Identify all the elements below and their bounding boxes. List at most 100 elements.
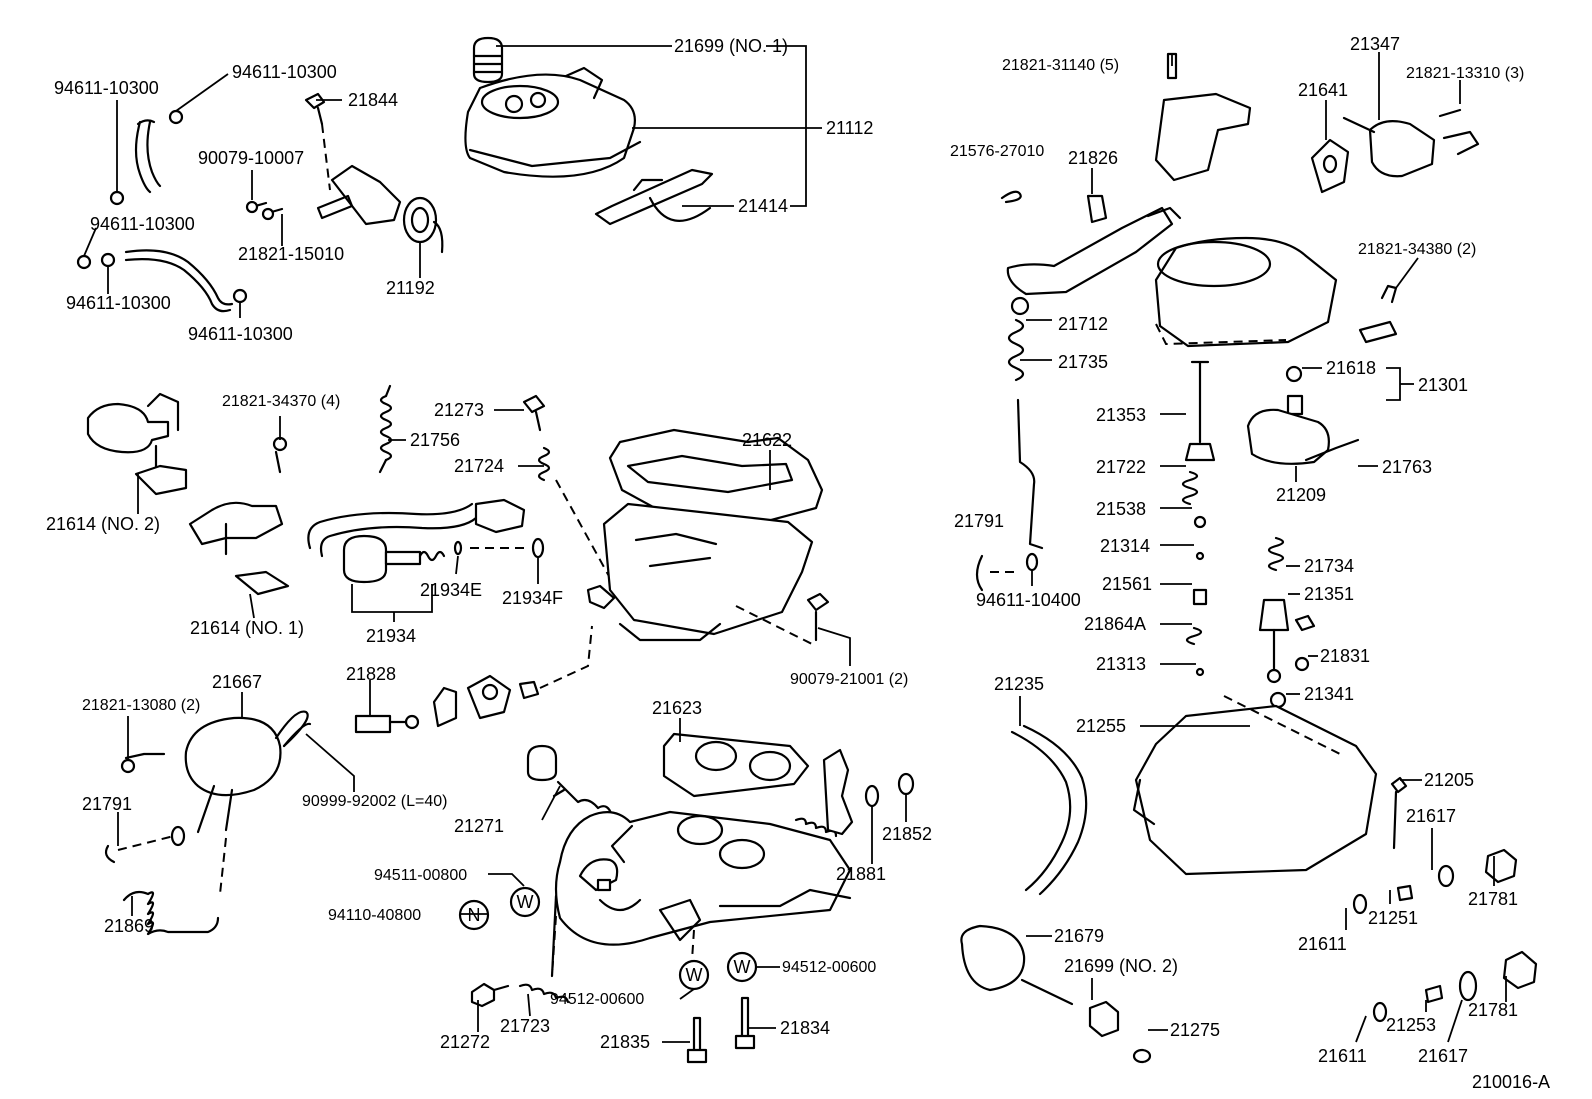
label-21617-a: 21617 [1406, 806, 1456, 826]
throttle-body-assembly [470, 732, 915, 1064]
label-94511-00800: 94511-00800 [374, 867, 467, 884]
label-21791-left: 21791 [82, 794, 132, 814]
label-21834: 21834 [780, 1018, 830, 1038]
label-21618: 21618 [1326, 358, 1376, 378]
label-21414: 21414 [738, 196, 788, 216]
label-21781-a: 21781 [1468, 889, 1518, 909]
label-94611-10400: 94611-10400 [976, 590, 1081, 610]
label-90079-21001: 90079-21001 (2) [790, 671, 908, 688]
label-94512-00600-b: 94512-00600 [550, 991, 644, 1008]
label-21828: 21828 [346, 664, 396, 684]
label-21699-no1: 21699 (NO. 1) [674, 36, 788, 56]
label-21301: 21301 [1418, 375, 1468, 395]
label-21209: 21209 [1276, 485, 1326, 505]
label-21821-34380: 21821-34380 (2) [1358, 241, 1476, 258]
label-21723: 21723 [500, 1016, 550, 1036]
washer-symbol-w2: W [678, 959, 710, 991]
label-94611-10300-e: 94611-10300 [188, 324, 293, 344]
small-parts-lower-right [1352, 848, 1538, 1023]
label-21781-b: 21781 [1468, 1000, 1518, 1020]
washer-symbol-w3-text: W [734, 957, 751, 977]
label-21831: 21831 [1320, 646, 1370, 666]
label-21192: 21192 [386, 278, 435, 298]
throttle-lever-and-link [975, 190, 1182, 592]
label-21763: 21763 [1382, 457, 1432, 477]
label-94512-00600-a: 94512-00600 [782, 959, 876, 976]
label-21835: 21835 [600, 1032, 650, 1052]
label-94611-10300-b: 94611-10300 [54, 78, 159, 98]
label-21611-b: 21611 [1318, 1046, 1367, 1066]
leader-lines [83, 45, 1507, 1043]
washer-symbol-w2-text: W [686, 965, 703, 985]
label-21724: 21724 [454, 456, 504, 476]
label-21273: 21273 [434, 400, 484, 420]
label-21641: 21641 [1298, 80, 1348, 100]
label-21235: 21235 [994, 674, 1044, 694]
label-21821-13080: 21821-13080 (2) [82, 697, 200, 714]
label-21722: 21722 [1096, 457, 1146, 477]
bracket-and-throttle-positioner [1154, 52, 1480, 194]
label-21679: 21679 [1054, 926, 1104, 946]
label-21821-34370: 21821-34370 (4) [222, 393, 340, 410]
nut-symbol-n-text: N [468, 905, 481, 925]
part-labels: 94611-10300 94611-10300 94611-10300 9461… [46, 34, 1550, 1092]
label-21314: 21314 [1100, 536, 1150, 556]
washer-symbol-w1: W [509, 886, 541, 918]
label-21934f: 21934F [502, 588, 563, 608]
label-21712: 21712 [1058, 314, 1108, 334]
label-90079-10007: 90079-10007 [198, 148, 304, 168]
label-21735: 21735 [1058, 352, 1108, 372]
label-94110-40800: 94110-40800 [328, 907, 421, 924]
washer-symbol-w1-text: W [517, 892, 534, 912]
label-21617-b: 21617 [1418, 1046, 1468, 1066]
spring-and-solenoid [307, 384, 545, 584]
label-diagram-code: 210016-A [1472, 1072, 1550, 1092]
label-21576-27010: 21576-27010 [950, 143, 1044, 160]
label-94611-10300-d: 94611-10300 [66, 293, 171, 313]
label-21821-31140: 21821-31140 (5) [1002, 57, 1119, 74]
hose-group-top-left [76, 109, 248, 313]
label-94611-10300-c: 94611-10300 [90, 214, 195, 234]
label-21623: 21623 [652, 698, 702, 718]
label-21271: 21271 [454, 816, 504, 836]
label-21881: 21881 [836, 864, 886, 884]
label-21622: 21622 [742, 430, 792, 450]
throttle-positioner-brackets [86, 392, 290, 596]
main-body-lower-right [1132, 536, 1408, 876]
power-valve-and-solenoid [1181, 360, 1360, 677]
label-21869: 21869 [104, 916, 154, 936]
label-94611-10300-a: 94611-10300 [232, 62, 337, 82]
label-21852: 21852 [882, 824, 932, 844]
choke-opener-assembly [104, 710, 312, 936]
label-21341: 21341 [1304, 684, 1354, 704]
label-21934: 21934 [366, 626, 416, 646]
label-21253: 21253 [1386, 1015, 1436, 1035]
label-21255: 21255 [1076, 716, 1126, 736]
label-21826: 21826 [1068, 148, 1118, 168]
label-21353: 21353 [1096, 405, 1146, 425]
label-21275: 21275 [1170, 1020, 1220, 1040]
main-body-top-right [1154, 236, 1398, 348]
label-21351: 21351 [1304, 584, 1354, 604]
label-21864a: 21864A [1084, 614, 1146, 634]
label-90999-92002: 90999-92002 (L=40) [302, 793, 447, 810]
label-21791-right: 21791 [954, 511, 1004, 531]
label-21347: 21347 [1350, 34, 1400, 54]
label-21251: 21251 [1368, 908, 1418, 928]
label-21699-no2: 21699 (NO. 2) [1064, 956, 1178, 976]
label-21614-no1: 21614 (NO. 1) [190, 618, 304, 638]
air-horn-assembly [464, 36, 714, 226]
label-21538: 21538 [1096, 499, 1146, 519]
washer-symbol-w3: W [726, 951, 758, 983]
choke-breaker-assembly [245, 92, 444, 254]
label-21821-13310: 21821-13310 (3) [1406, 65, 1524, 82]
label-21561: 21561 [1102, 574, 1152, 594]
label-21934e: 21934E [420, 580, 482, 600]
label-21844: 21844 [348, 90, 398, 110]
throttle-lever-middle [354, 625, 593, 734]
label-21313: 21313 [1096, 654, 1146, 674]
label-21614-no2: 21614 (NO. 2) [46, 514, 160, 534]
label-21205: 21205 [1424, 770, 1474, 790]
label-21611-a: 21611 [1298, 934, 1347, 954]
